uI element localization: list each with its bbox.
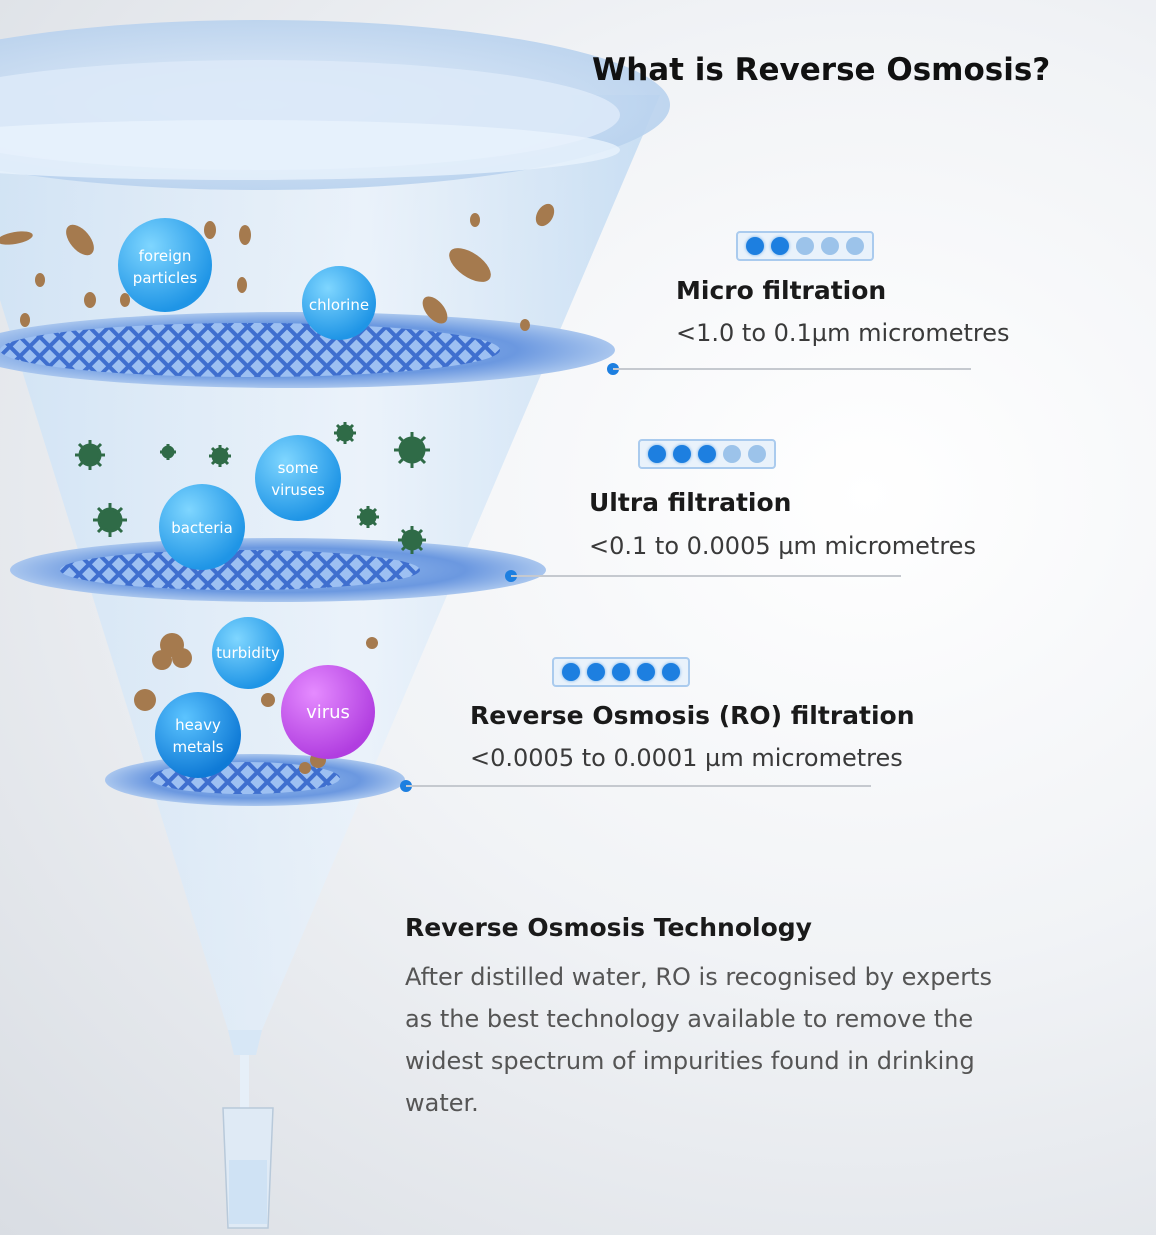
bubble-label-bacteria: bacteria bbox=[171, 519, 233, 537]
bubble-label-virus: virus bbox=[306, 702, 350, 723]
stage-range: <0.0005 to 0.0001 µm micrometres bbox=[470, 744, 903, 772]
stage-range: <1.0 to 0.1µm micrometres bbox=[676, 319, 1010, 347]
level-dot bbox=[662, 663, 680, 681]
stage-name: Reverse Osmosis (RO) filtration bbox=[470, 701, 915, 730]
level-dot bbox=[587, 663, 605, 681]
level-dot bbox=[562, 663, 580, 681]
level-dot bbox=[673, 445, 691, 463]
technology-description: After distilled water, RO is recognised … bbox=[405, 963, 992, 1117]
level-dot bbox=[771, 237, 789, 255]
bubble-label-chlorine: chlorine bbox=[308, 296, 370, 314]
water-glass-icon bbox=[222, 1030, 274, 1229]
level-dot bbox=[648, 445, 666, 463]
connector-line bbox=[613, 368, 971, 370]
connector-line bbox=[511, 575, 901, 577]
level-dot bbox=[637, 663, 655, 681]
filtration-level-indicator bbox=[736, 231, 874, 261]
level-dot bbox=[723, 445, 741, 463]
bubble-label-some-viruses: some viruses bbox=[271, 459, 325, 499]
connector-line bbox=[406, 785, 871, 787]
membrane-icon bbox=[0, 312, 615, 388]
stage-name: Ultra filtration bbox=[589, 488, 792, 517]
bubble-label-turbidity: turbidity bbox=[216, 644, 280, 662]
level-dot bbox=[821, 237, 839, 255]
stage-range: <0.1 to 0.0005 µm micrometres bbox=[589, 532, 976, 560]
particles bbox=[0, 203, 555, 774]
germ-icon bbox=[75, 422, 430, 554]
level-dot bbox=[796, 237, 814, 255]
page-title: What is Reverse Osmosis? bbox=[592, 52, 1051, 88]
filtration-level-indicator bbox=[638, 439, 776, 469]
level-dot bbox=[698, 445, 716, 463]
technology-heading: Reverse Osmosis Technology bbox=[405, 913, 812, 942]
level-dot bbox=[746, 237, 764, 255]
level-dot bbox=[612, 663, 630, 681]
level-dot bbox=[846, 237, 864, 255]
contaminant-bubbles bbox=[118, 218, 376, 778]
filtration-level-indicator bbox=[552, 657, 690, 687]
bubble-label-heavy-metals: heavy metals bbox=[172, 716, 224, 756]
membrane-icon bbox=[10, 538, 546, 602]
bubble-label-foreign-particles: foreign particles bbox=[132, 247, 198, 287]
stage-name: Micro filtration bbox=[676, 276, 887, 305]
level-dot bbox=[748, 445, 766, 463]
membrane-icon bbox=[105, 754, 405, 806]
